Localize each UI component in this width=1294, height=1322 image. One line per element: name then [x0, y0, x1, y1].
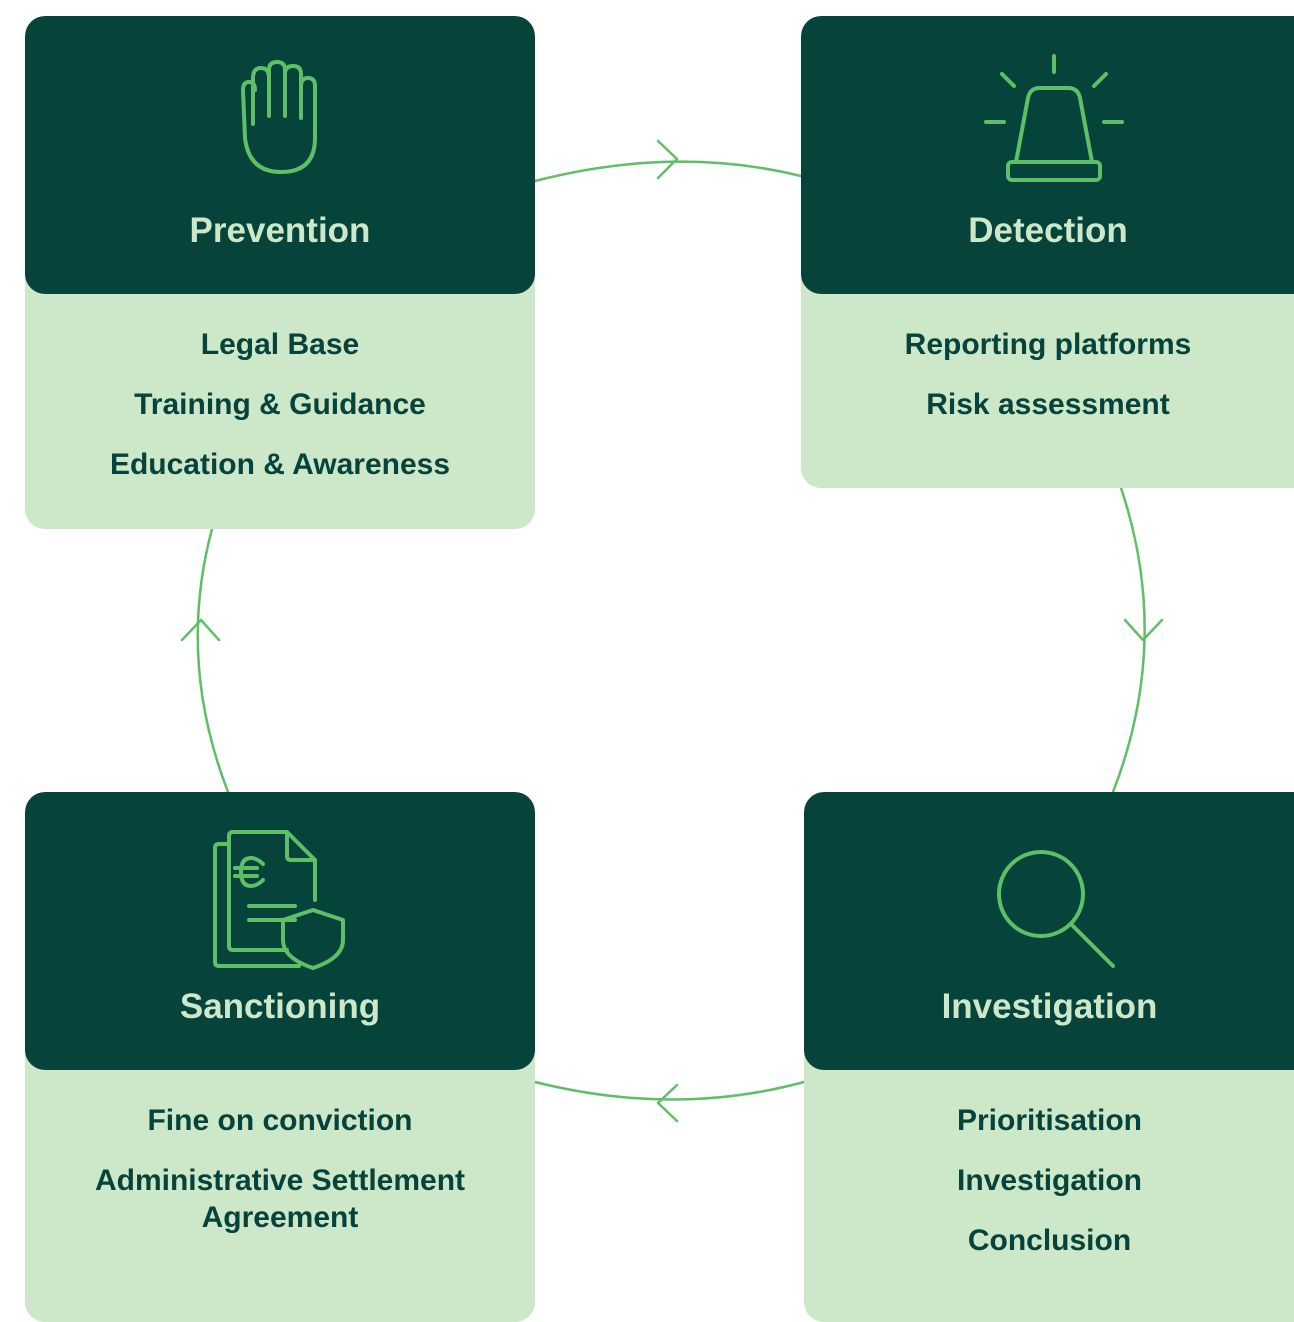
euro-document-shield-icon: [211, 830, 347, 972]
arrowhead-left: [656, 1083, 679, 1123]
card-investigation-header: [804, 792, 1294, 1070]
list-item: Administrative Settlement Agreement: [94, 1164, 466, 1234]
list-item: Training & Guidance: [134, 388, 426, 421]
arc-sanctioning-to-prevention: [196, 527, 230, 794]
card-prevention-items: Legal Base Training & Guidance Education…: [25, 326, 535, 506]
card-detection: Detection Reporting platforms Risk asses…: [801, 16, 1294, 488]
arrowhead-down: [1123, 618, 1164, 642]
card-prevention: Prevention Legal Base Training & Guidanc…: [25, 16, 535, 529]
arrowhead-right: [656, 139, 679, 180]
card-sanctioning-title: Sanctioning: [179, 987, 381, 1026]
list-item: Education & Awareness: [109, 448, 451, 481]
arc-investigation-to-sanctioning: [533, 1080, 806, 1101]
list-item: Prioritisation: [956, 1104, 1143, 1137]
alarm-beacon-icon: [982, 52, 1126, 184]
list-item: Risk assessment: [926, 388, 1170, 421]
list-item: Investigation: [956, 1164, 1143, 1197]
card-detection-title: Detection: [968, 211, 1128, 250]
card-detection-header: [801, 16, 1294, 294]
card-sanctioning-items: Fine on conviction Administrative Settle…: [25, 1102, 535, 1259]
list-item: Reporting platforms: [904, 328, 1192, 361]
list-item: Conclusion: [967, 1224, 1132, 1257]
raised-hand-icon: [239, 60, 319, 176]
card-investigation-title: Investigation: [941, 987, 1158, 1026]
arc-prevention-to-detection: [533, 160, 803, 183]
arc-detection-to-investigation: [1111, 486, 1146, 794]
card-prevention-title: Prevention: [189, 211, 371, 250]
list-item: Fine on conviction: [147, 1104, 413, 1137]
card-investigation-items: Prioritisation Investigation Conclusion: [804, 1102, 1294, 1282]
card-sanctioning-header: [25, 792, 535, 1070]
card-investigation: Investigation Prioritisation Investigati…: [804, 792, 1294, 1322]
card-sanctioning: Sanctioning Fine on conviction Administr…: [25, 792, 535, 1322]
arrowhead-up: [180, 618, 221, 642]
card-detection-items: Reporting platforms Risk assessment: [801, 326, 1294, 446]
magnifying-glass-icon: [995, 848, 1119, 970]
list-item: Legal Base: [200, 328, 360, 361]
